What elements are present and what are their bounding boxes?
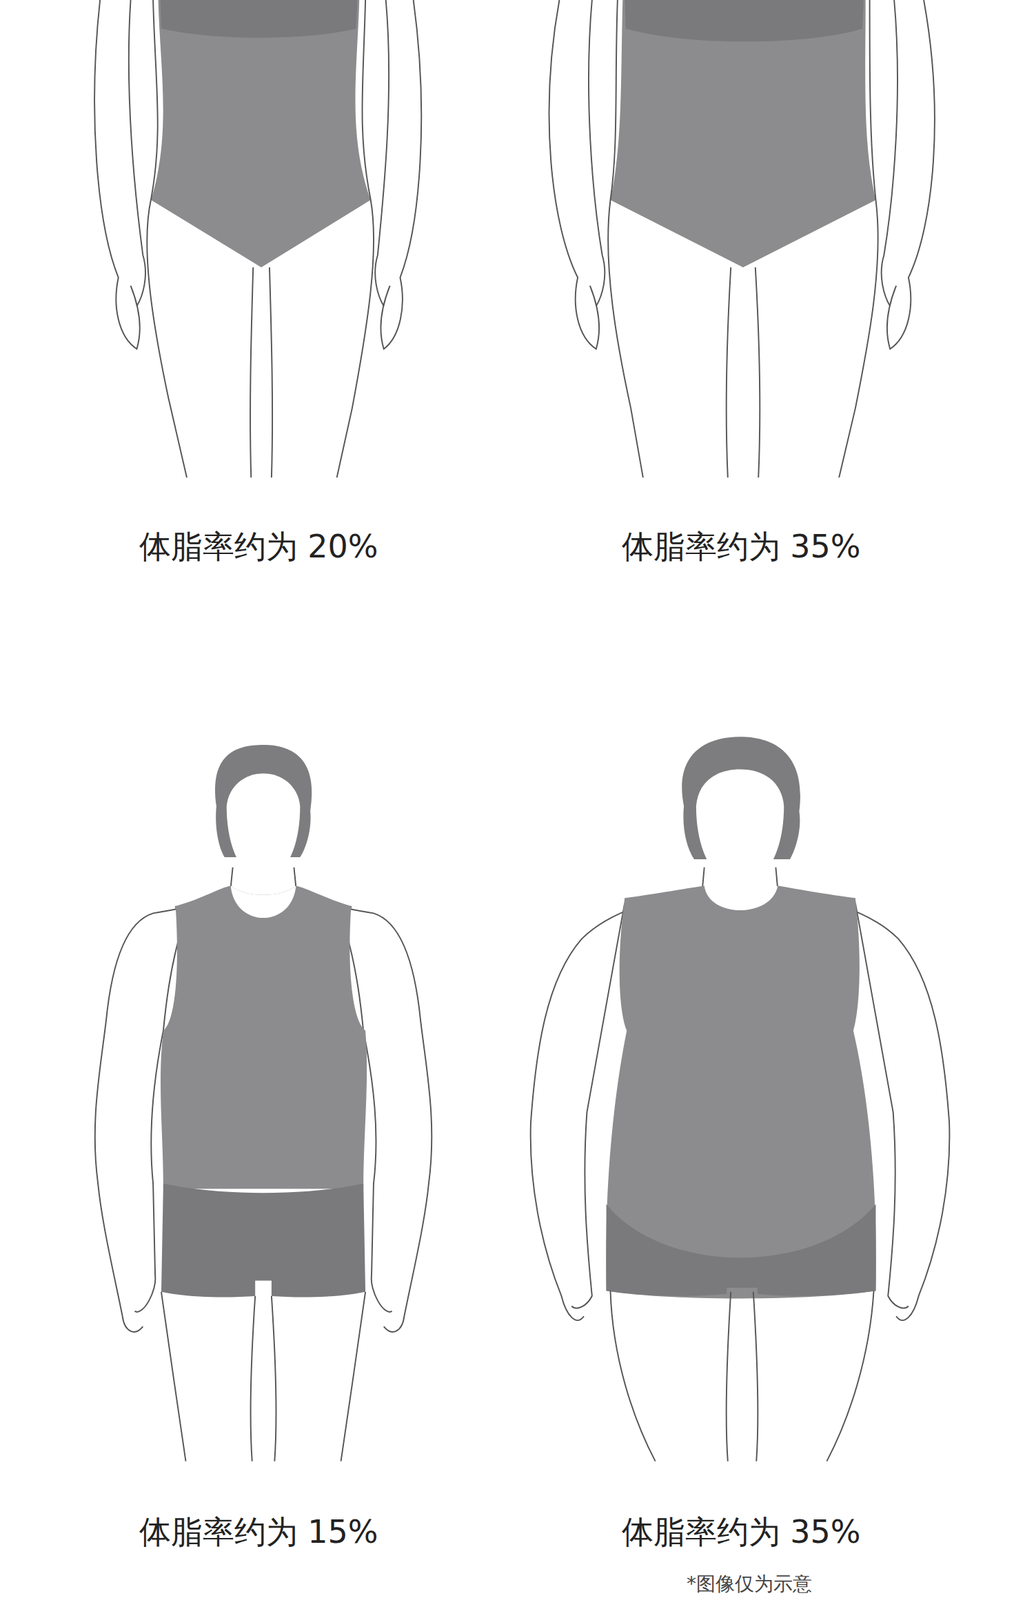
figure-caption: 体脂率约为 35% bbox=[621, 528, 861, 566]
figure-caption: 体脂率约为 35% bbox=[621, 1513, 861, 1552]
figure-caption: 体脂率约为 20% bbox=[139, 528, 379, 566]
male-figure-heavy bbox=[530, 736, 950, 1462]
male-figure-lean bbox=[95, 745, 433, 1463]
female-figure-heavy bbox=[549, 0, 935, 478]
figure-caption: 体脂率约为 15% bbox=[139, 1513, 379, 1552]
female-figure-lean bbox=[94, 0, 422, 478]
note-text: *图像仅为示意 bbox=[686, 1573, 813, 1597]
